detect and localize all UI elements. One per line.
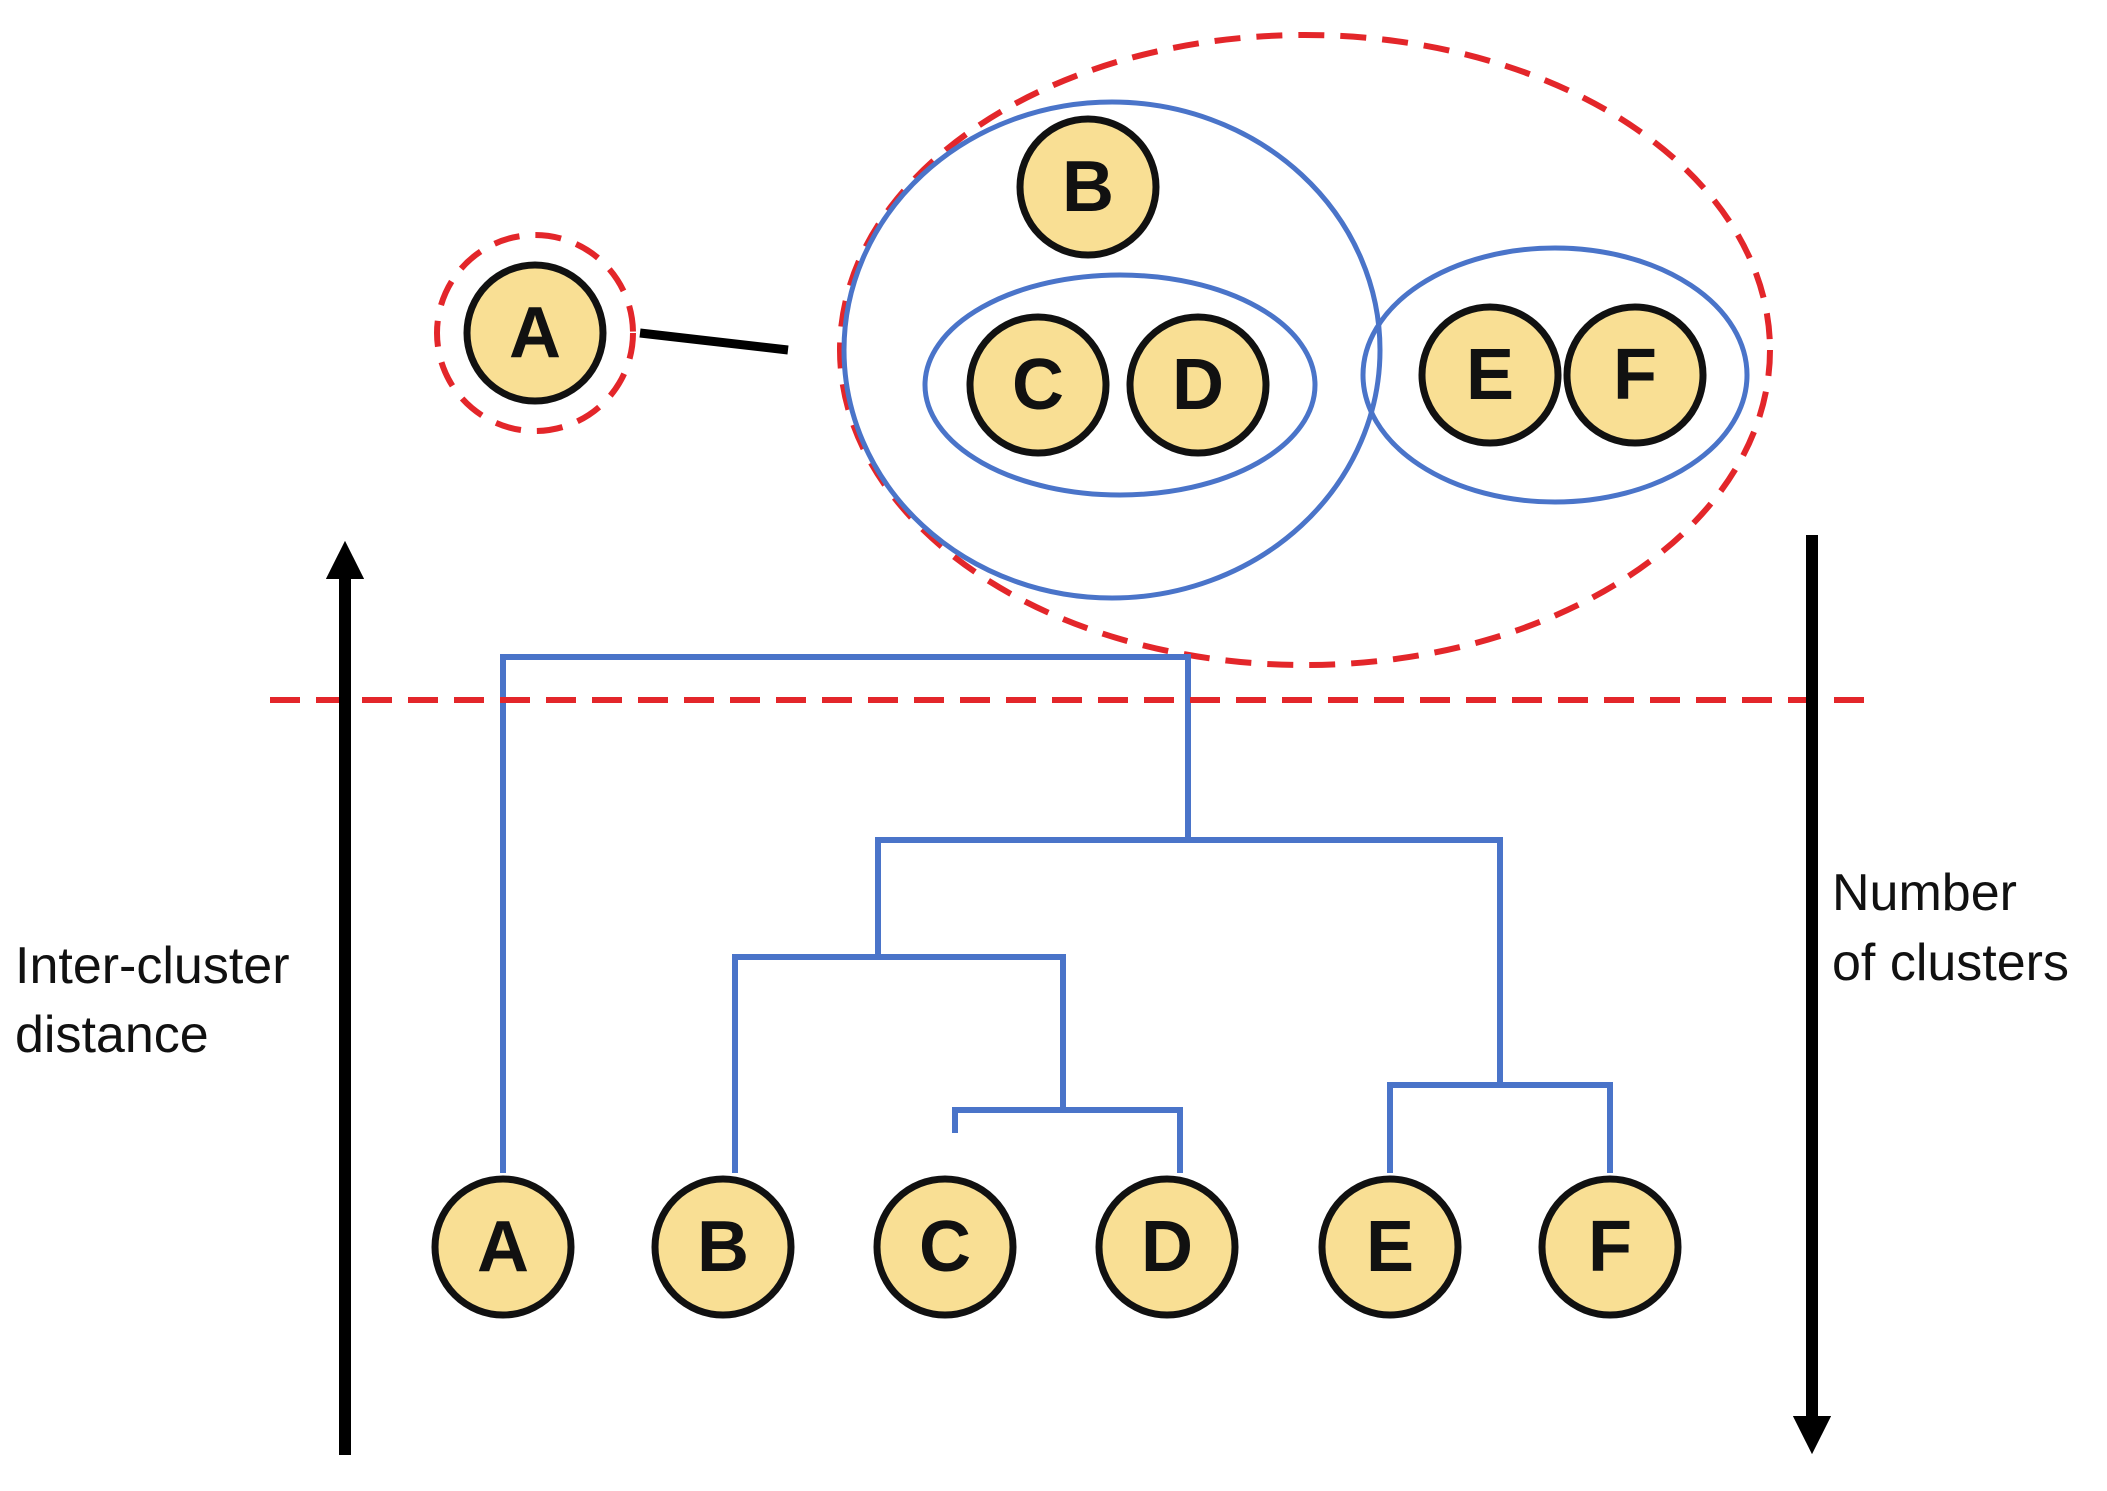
cluster-a-dashed xyxy=(434,232,636,434)
dendro-merge-cd xyxy=(952,1107,1183,1173)
top-node-c: C xyxy=(966,313,1110,457)
leaf-nodes: A B C D E F xyxy=(431,1175,1682,1319)
leaf-node-e: E xyxy=(1318,1175,1462,1319)
top-node-e: E xyxy=(1418,303,1562,447)
cluster-view: A B C D E F xyxy=(434,32,1773,668)
cluster-link-line xyxy=(639,328,789,355)
dendro-merge-bcd-ef xyxy=(875,837,1503,1088)
top-node-f: F xyxy=(1563,303,1707,447)
right-axis-label-line-2: of clusters xyxy=(1832,934,2069,992)
cluster-bcd xyxy=(841,99,1383,601)
leaf-node-f-label: F xyxy=(1588,1207,1632,1287)
cluster-ef xyxy=(1360,245,1750,505)
dendro-merge-b-cd xyxy=(732,954,1066,1173)
dendro-merge-a-rest xyxy=(500,654,1191,1173)
leaf-node-f: F xyxy=(1538,1175,1682,1319)
top-node-a: A xyxy=(463,261,607,405)
leaf-node-c-label: C xyxy=(919,1207,971,1287)
cluster-cd xyxy=(922,272,1318,498)
top-node-d: D xyxy=(1126,313,1270,457)
top-node-b-label: B xyxy=(1062,147,1114,227)
left-axis-label-line-2: distance xyxy=(15,1006,209,1064)
outer-cluster-dashed xyxy=(837,32,1773,668)
dendrogram xyxy=(500,654,1613,1173)
top-node-d-label: D xyxy=(1172,345,1224,425)
leaf-node-a: A xyxy=(431,1175,575,1319)
leaf-node-b: B xyxy=(651,1175,795,1319)
leaf-node-d: D xyxy=(1095,1175,1239,1319)
right-axis-label-line-1: Number xyxy=(1832,864,2017,922)
top-node-c-label: C xyxy=(1012,345,1064,425)
top-node-a-label: A xyxy=(509,293,561,373)
leaf-node-a-label: A xyxy=(477,1207,529,1287)
top-node-b: B xyxy=(1016,115,1160,259)
left-axis-label-line-1: Inter-cluster xyxy=(15,937,290,995)
leaf-node-b-label: B xyxy=(697,1207,749,1287)
dendro-merge-ef xyxy=(1387,1082,1613,1173)
leaf-node-e-label: E xyxy=(1366,1207,1414,1287)
leaf-node-d-label: D xyxy=(1141,1207,1193,1287)
leaf-node-c: C xyxy=(873,1175,1017,1319)
top-node-f-label: F xyxy=(1613,335,1657,415)
top-node-e-label: E xyxy=(1466,335,1514,415)
